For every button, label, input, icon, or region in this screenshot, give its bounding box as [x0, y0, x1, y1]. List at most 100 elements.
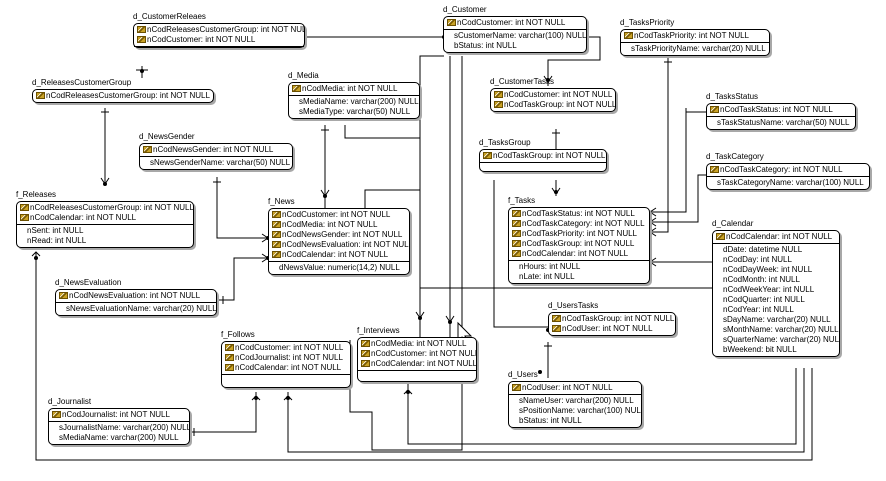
key-icon	[512, 240, 521, 247]
key-column: nCodTaskGroup: int NOT NULL	[480, 151, 606, 161]
key-column: nCodTaskGroup: int NOT NULL	[491, 100, 615, 110]
table-body: nCodJournalist: int NOT NULL sJournalist…	[48, 408, 190, 445]
table-title: f_Tasks	[508, 196, 536, 205]
attribute-column: dNewsValue: numeric(14,2) NULL	[279, 263, 400, 272]
attribute-column: nCodDayWeek: int NULL	[723, 265, 813, 274]
table-title: d_Media	[288, 71, 319, 80]
attribute-column: sMediaType: varchar(50) NULL	[299, 107, 411, 116]
column-text: nCodCalendar: int NOT NULL	[235, 363, 342, 372]
column-text: nCodCalendar: int NOT NULL	[726, 232, 833, 241]
column-text: nCodUser: int NOT NULL	[522, 383, 613, 392]
key-icon	[272, 251, 281, 258]
table-body: nCodTaskStatus: int NOT NULL nCodTaskCat…	[508, 207, 650, 284]
attribute-column: sTaskCategoryName: varchar(100) NULL	[717, 178, 864, 187]
rel-taskcategory-ftasks	[650, 174, 706, 223]
column-text: nCodTaskPriority: int NOT NULL	[634, 31, 749, 40]
table-body: nCodTaskPriority: int NOT NULL sTaskPrio…	[620, 29, 770, 56]
column-text: nCodJournalist: int NOT NULL	[235, 353, 343, 362]
column-text: nCodCustomer: int NOT NULL	[282, 210, 391, 219]
table-body: nCodNewsGender: int NOT NULL sNewsGender…	[139, 143, 293, 170]
rel-customer-fnews	[364, 55, 444, 208]
key-column: nCodCalendar: int NOT NULL	[17, 213, 193, 223]
rel-newsevaluation-fnews	[217, 257, 268, 301]
column-text: nCodMedia: int NOT NULL	[302, 84, 398, 93]
key-icon	[361, 340, 370, 347]
column-text: nCodTaskCategory: int NOT NULL	[720, 165, 843, 174]
key-column: nCodJournalist: int NOT NULL	[49, 410, 189, 420]
key-column: nCodNewsEvaluation: int NOT NULL	[269, 240, 409, 250]
key-icon	[143, 146, 152, 153]
key-column: nCodTaskStatus: int NOT NULL	[707, 105, 855, 115]
rel-media-finterviews	[344, 125, 421, 338]
key-column: nCodNewsGender: int NOT NULL	[269, 230, 409, 240]
table-title: d_TasksStatus	[706, 92, 759, 101]
key-icon	[272, 221, 281, 228]
table-title: d_NewsEvaluation	[55, 278, 122, 287]
rel-newsgender-fnews	[216, 177, 268, 239]
key-icon	[494, 101, 503, 108]
key-icon	[292, 85, 301, 92]
attribute-column: nHours: int NULL	[519, 262, 581, 271]
table-title: d_Journalist	[48, 397, 92, 406]
table-title: d_Users	[508, 370, 538, 379]
column-text: nCodTaskGroup: int NOT NULL	[562, 314, 675, 323]
key-column: nCodCustomer: int NOT NULL	[491, 90, 615, 100]
key-icon	[483, 152, 492, 159]
key-icon	[512, 250, 521, 257]
key-icon	[494, 91, 503, 98]
table-body: nCodReleasesCustomerGroup: int NOT NULL	[32, 89, 214, 103]
table-title: d_TasksGroup	[479, 138, 531, 147]
key-column: nCodTaskGroup: int NOT NULL	[549, 314, 675, 324]
column-text: nCodUser: int NOT NULL	[562, 324, 653, 333]
key-icon	[52, 411, 61, 418]
attribute-column: sNewsEvaluationName: varchar(20) NULL	[66, 304, 216, 313]
key-icon	[512, 210, 521, 217]
key-icon	[361, 360, 370, 367]
table-body: nCodTaskGroup: int NOT NULL	[479, 149, 607, 172]
table-body: nCodTaskCategory: int NOT NULL sTaskCate…	[706, 163, 870, 190]
attribute-column: sTaskPriorityName: varchar(20) NULL	[631, 44, 766, 53]
column-text: nCodTaskGroup: int NOT NULL	[493, 151, 606, 160]
table-body: nCodCustomer: int NOT NULL nCodMedia: in…	[268, 208, 410, 275]
column-text: nCodNewsGender: int NOT NULL	[153, 145, 274, 154]
attribute-column: nCodQuarter: int NULL	[723, 295, 805, 304]
attribute-column: bStatus: int NULL	[454, 41, 517, 50]
attribute-column: sQuarterName: varchar(20) NULL	[723, 335, 839, 344]
table-body: nCodTaskGroup: int NOT NULL nCodUser: in…	[548, 312, 676, 336]
rel-customer-customertasks	[547, 36, 601, 86]
table-body: nCodMedia: int NOT NULL nCodCustomer: in…	[357, 337, 477, 382]
key-column: nCodTaskStatus: int NOT NULL	[509, 209, 649, 219]
rel-calendar-freleases	[35, 252, 813, 461]
column-text: nCodJournalist: int NOT NULL	[62, 410, 170, 419]
key-column: nCodMedia: int NOT NULL	[289, 84, 419, 94]
key-column: nCodCalendar: int NOT NULL	[269, 250, 409, 260]
column-text: nCodNewsEvaluation: int NOT NULL	[282, 240, 409, 249]
table-title: f_Releases	[16, 190, 57, 199]
key-column: nCodTaskGroup: int NOT NULL	[509, 239, 649, 249]
key-column: nCodNewsEvaluation: int NOT NULL	[56, 291, 216, 301]
empty-attributes	[480, 164, 606, 170]
rel-tasksstatus-ftasks	[650, 111, 706, 213]
key-column: nCodNewsGender: int NOT NULL	[140, 145, 292, 155]
key-icon	[716, 233, 725, 240]
table-title: d_UsersTasks	[548, 301, 599, 310]
key-column: nCodReleasesCustomerGroup: int NOT NULL	[17, 203, 193, 213]
key-column: nCodJournalist: int NOT NULL	[222, 353, 350, 363]
key-icon	[552, 315, 561, 322]
key-icon	[272, 231, 281, 238]
key-column: nCodCalendar: int NOT NULL	[222, 363, 350, 373]
column-text: nCodCustomer: int NOT NULL	[235, 343, 344, 352]
attribute-column: sJournalistName: varchar(200) NULL	[59, 423, 189, 432]
column-text: nCodTaskStatus: int NOT NULL	[720, 105, 833, 114]
rel-journalist-ffollows	[190, 392, 257, 433]
empty-attributes	[358, 372, 476, 380]
rel-tasksgroup-userstasks	[493, 180, 548, 328]
table-title: d_Customer	[443, 5, 487, 14]
table-title: d_TaskCategory	[706, 152, 764, 161]
attribute-column: nRead: int NULL	[27, 236, 87, 245]
column-text: nCodCustomer: int NOT NULL	[504, 90, 613, 99]
column-text: nCodMedia: int NOT NULL	[282, 220, 378, 229]
key-icon	[272, 241, 281, 248]
key-column: nCodCustomer: int NOT NULL	[444, 18, 586, 28]
